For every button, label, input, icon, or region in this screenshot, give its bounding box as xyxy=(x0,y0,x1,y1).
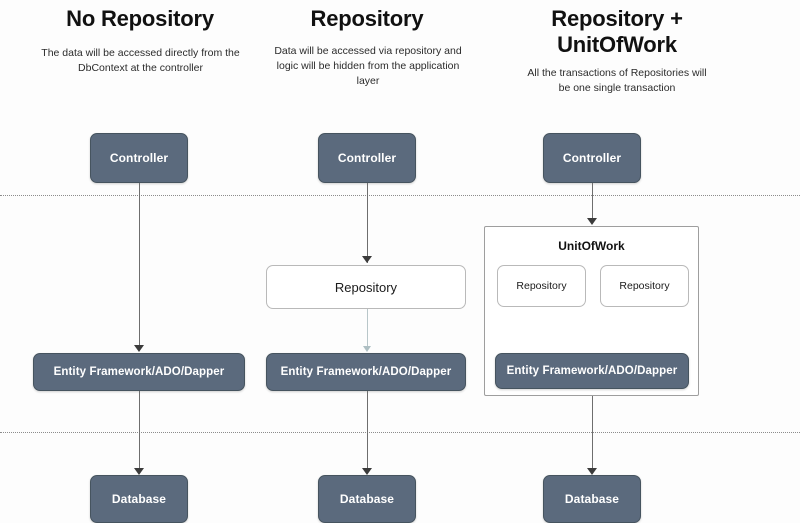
unitofwork-label: UnitOfWork xyxy=(558,239,625,253)
node-repository-right-unitofwork[interactable]: Repository xyxy=(600,265,689,307)
node-database-unitofwork[interactable]: Database xyxy=(543,475,641,523)
controller-layer-divider xyxy=(0,195,800,196)
connector-repository-to-dataaccess-col2 xyxy=(367,309,368,347)
column-subtitle-repository: Data will be accessed via repository and… xyxy=(274,45,462,87)
connector-controller-to-repository-col2 xyxy=(367,183,368,263)
connector-unitofwork-to-database-col3 xyxy=(592,396,593,470)
column-title-repository-unitofwork-line1: Repository + xyxy=(551,6,683,31)
arrowhead-dataaccess-col1 xyxy=(134,345,144,352)
arrowhead-unitofwork-col3 xyxy=(587,218,597,225)
data-layer-divider xyxy=(0,432,800,433)
column-subtitle-no-repository: The data will be accessed directly from … xyxy=(41,47,240,74)
arrowhead-dataaccess-col2 xyxy=(363,346,371,352)
node-controller-unitofwork[interactable]: Controller xyxy=(543,133,641,183)
arrowhead-repository-col2 xyxy=(362,256,372,263)
node-dataaccess-unitofwork[interactable]: Entity Framework/ADO/Dapper xyxy=(495,353,689,389)
node-repository-col2[interactable]: Repository xyxy=(266,265,466,309)
node-controller-repository[interactable]: Controller xyxy=(318,133,416,183)
column-title-repository-unitofwork-line2: UnitOfWork xyxy=(557,32,677,57)
arrowhead-database-col3 xyxy=(587,468,597,475)
node-dataaccess-repository[interactable]: Entity Framework/ADO/Dapper xyxy=(266,353,466,391)
node-database-no-repository[interactable]: Database xyxy=(90,475,188,523)
column-title-no-repository: No Repository xyxy=(66,6,214,31)
connector-controller-to-dataaccess-col1 xyxy=(139,183,140,346)
node-controller-no-repository[interactable]: Controller xyxy=(90,133,188,183)
column-subtitle-repository-unitofwork: All the transactions of Repositories wil… xyxy=(527,67,707,94)
node-repository-left-unitofwork[interactable]: Repository xyxy=(497,265,586,307)
arrowhead-database-col2 xyxy=(362,468,372,475)
column-title-repository: Repository xyxy=(310,6,424,31)
unitofwork-container: UnitOfWork Repository Repository Entity … xyxy=(484,226,699,396)
arrowhead-database-col1 xyxy=(134,468,144,475)
connector-dataaccess-to-database-col1 xyxy=(139,391,140,470)
node-database-repository[interactable]: Database xyxy=(318,475,416,523)
node-dataaccess-no-repository[interactable]: Entity Framework/ADO/Dapper xyxy=(33,353,245,391)
connector-controller-to-unitofwork-col3 xyxy=(592,183,593,220)
connector-dataaccess-to-database-col2 xyxy=(367,391,368,470)
